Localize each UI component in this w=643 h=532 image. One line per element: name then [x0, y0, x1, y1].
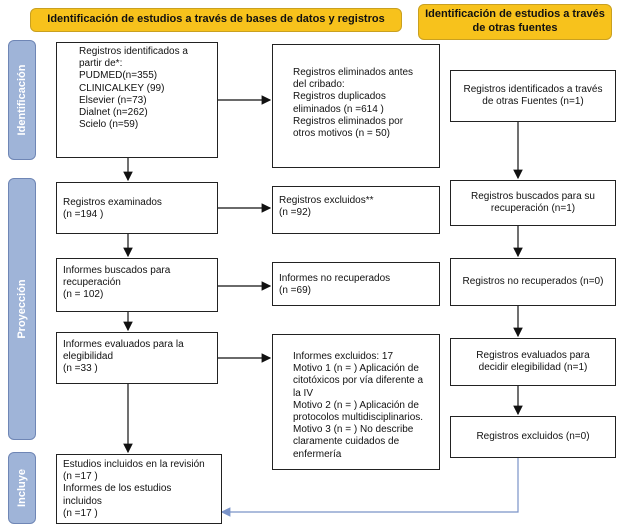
text-line: decidir elegibilidad (n=1) — [478, 362, 588, 373]
text-line: de otras Fuentes (n=1) — [482, 96, 584, 107]
header-databases-text: Identificación de estudios a través de b… — [47, 13, 385, 26]
stage-identification: Identificación — [8, 40, 36, 160]
text-line: Registros evaluados para — [476, 349, 590, 361]
text-line: Scielo (n=59) — [79, 119, 139, 131]
box-records-identified: Registros identificados a partir de*: PU… — [56, 42, 218, 158]
text-line: del cribado: — [293, 79, 345, 91]
text-line: Registros identificados a través — [463, 83, 603, 95]
header-other-sources: Identificación de estudios a través de o… — [418, 4, 612, 40]
text-line: Informes buscados para — [63, 265, 171, 276]
box-reports-not-retrieved: Informes no recuperados (n =69) — [272, 262, 440, 306]
box-records-examined: Registros examinados (n =194 ) — [56, 182, 218, 234]
box-reports-excluded: Informes excluidos: 17 Motivo 1 (n = ) A… — [272, 334, 440, 470]
text-line: (n =33 ) — [63, 363, 98, 375]
arrow-right-to-included — [220, 458, 519, 517]
text-line: (n =17 ) — [63, 471, 98, 483]
box-reports-assessed: Informes evaluados para la elegibilidad … — [56, 332, 218, 384]
text-line: Registros excluidos (n=0) — [476, 430, 590, 442]
text-line: Informes excluidos: 17 — [293, 351, 394, 362]
text-line: (n =69) — [279, 285, 311, 297]
stage-screening: Proyección — [8, 178, 36, 440]
header-other-line: de otras fuentes — [472, 22, 558, 34]
text-line: Registros no recuperados (n=0) — [462, 275, 604, 287]
text-line: Informes no recuperados — [279, 273, 391, 284]
text-line: CLINICALKEY (99) — [79, 82, 165, 94]
text-line: (n = 102) — [63, 289, 104, 301]
box-other-excluded: Registros excluidos (n=0) — [450, 416, 616, 458]
text-line: Registros eliminados antes — [293, 67, 414, 78]
text-line: partir de*: — [79, 58, 123, 70]
text-line: Registros identificados a — [79, 46, 188, 57]
text-line: (n =194 ) — [63, 209, 104, 221]
text-line: Registros duplicados — [293, 91, 386, 103]
text-line: la IV — [293, 387, 314, 399]
text-line: enfermería — [293, 448, 342, 460]
text-line: recuperación — [63, 277, 121, 289]
text-line: (n =92) — [279, 207, 311, 219]
box-other-assessed: Registros evaluados para decidir elegibi… — [450, 338, 616, 386]
text-line: Elsevier (n=73) — [79, 94, 147, 106]
text-line: eliminados (n =614 ) — [293, 103, 384, 115]
text-line: citotóxicos por vía diferente a — [293, 375, 424, 387]
box-studies-included: Estudios incluidos en la revisión (n =17… — [56, 454, 222, 524]
text-line: Registros buscados para su — [471, 190, 595, 202]
box-records-excluded: Registros excluidos** (n =92) — [272, 186, 440, 234]
text-line: otros motivos (n = 50) — [293, 127, 390, 139]
box-other-not-retrieved: Registros no recuperados (n=0) — [450, 258, 616, 306]
text-line: (n =17 ) — [63, 507, 98, 519]
text-line: Motivo 3 (n = ) No describe — [293, 424, 414, 436]
text-line: Informes de los estudios — [63, 483, 172, 495]
text-line: Estudios incluidos en la revisión — [63, 459, 205, 470]
header-other-line: Identificación de estudios a través — [425, 8, 605, 21]
text-line: Motivo 2 (n = ) Aplicación de — [293, 399, 419, 411]
text-line: protocolos multidisciplinarios. — [293, 411, 424, 423]
text-line: Dialnet (n=262) — [79, 106, 148, 118]
text-line: incluidos — [63, 495, 102, 507]
box-reports-sought: Informes buscados para recuperación (n =… — [56, 258, 218, 312]
text-line: Registros examinados — [63, 197, 162, 208]
box-other-identified: Registros identificados a través de otra… — [450, 70, 616, 122]
stage-included: Incluye — [8, 452, 36, 524]
header-databases: Identificación de estudios a través de b… — [30, 8, 402, 32]
text-line: claramente cuidados de — [293, 436, 400, 448]
text-line: Motivo 1 (n = ) Aplicación de — [293, 363, 419, 375]
box-other-sought: Registros buscados para su recuperación … — [450, 180, 616, 226]
text-line: PUDMED(n=355) — [79, 70, 158, 82]
text-line: recuperación (n=1) — [490, 203, 576, 214]
text-line: elegibilidad — [63, 351, 114, 363]
text-line: Registros excluidos** — [279, 195, 374, 206]
text-line: Registros eliminados por — [293, 115, 404, 127]
text-line: Informes evaluados para la — [63, 339, 184, 350]
box-records-removed: Registros eliminados antes del cribado: … — [272, 44, 440, 168]
